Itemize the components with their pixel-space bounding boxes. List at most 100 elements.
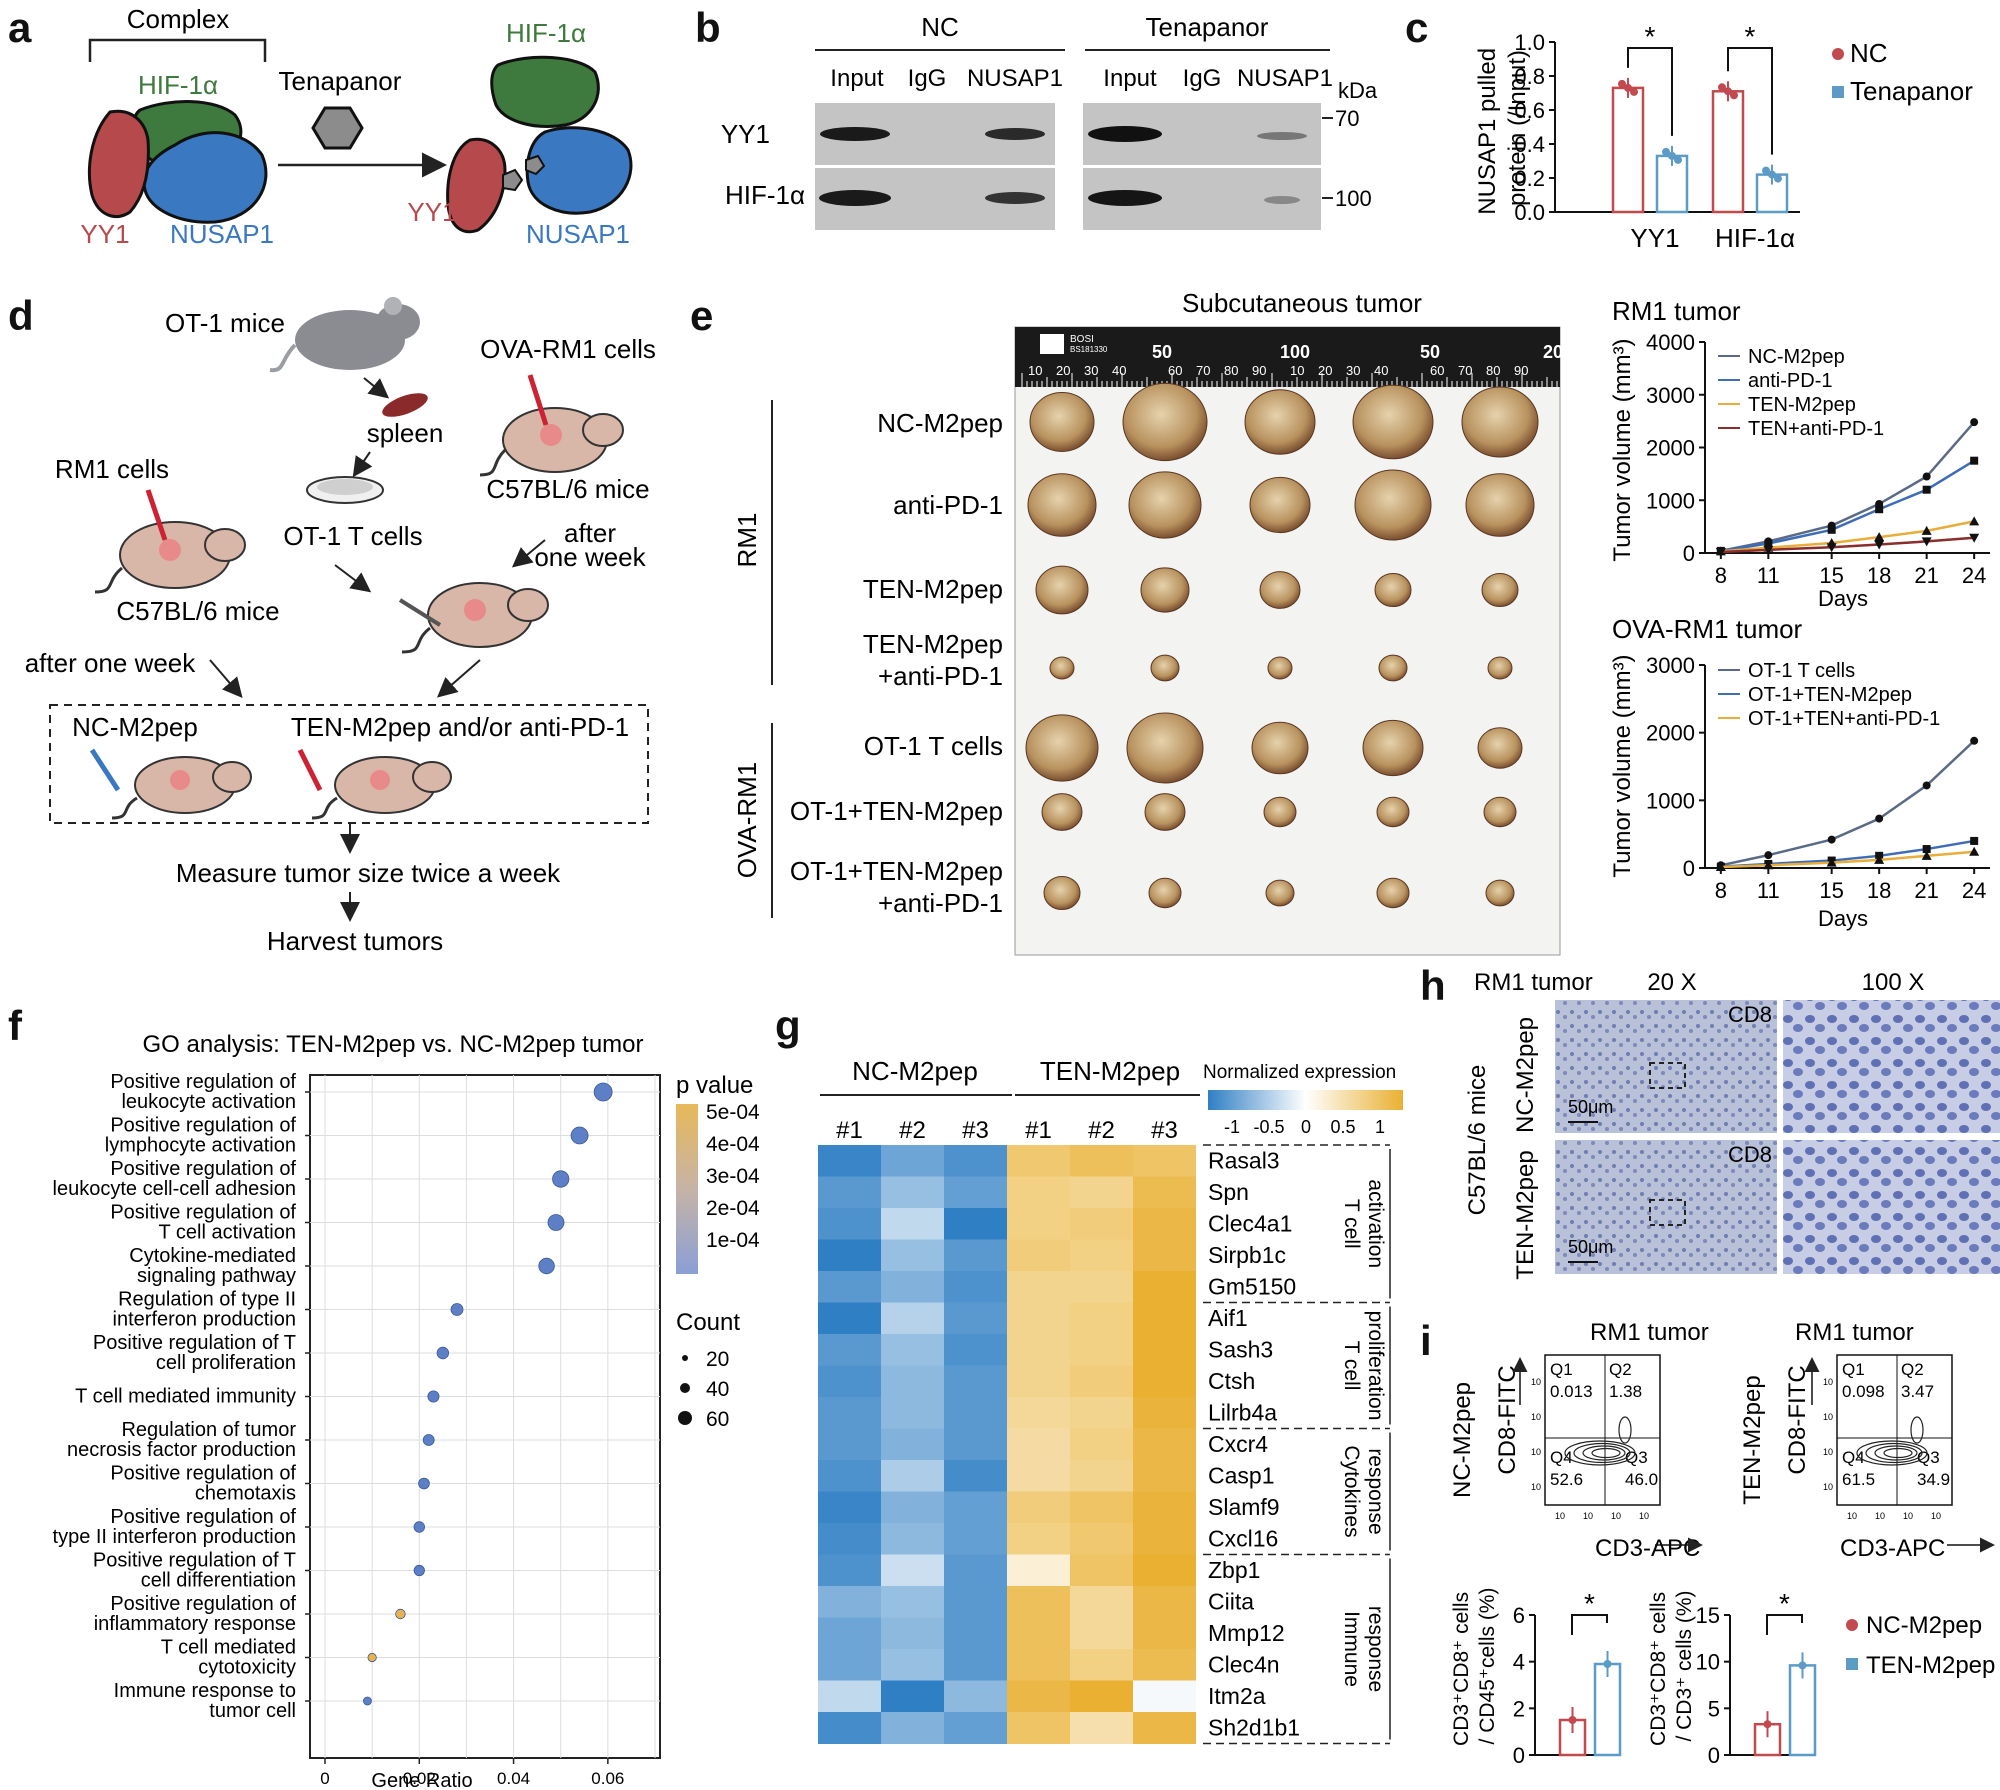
band xyxy=(820,127,890,141)
series-line xyxy=(1720,536,1975,554)
ruler-number: 90 xyxy=(1252,363,1266,378)
go-term-label: Positive regulation of xyxy=(110,1463,296,1485)
go-dot xyxy=(538,1257,555,1275)
go-dot xyxy=(593,1082,613,1102)
heatmap-cell xyxy=(944,1617,1007,1650)
bar-y-tick-label: 15 xyxy=(1696,1603,1720,1628)
gene-label: Zbp1 xyxy=(1208,1557,1260,1583)
ruler-number: 20 xyxy=(1318,363,1332,378)
series-point xyxy=(1827,835,1836,844)
x-tick-label: 15 xyxy=(1819,878,1843,903)
go-term-label: Regulation of tumor xyxy=(121,1419,296,1441)
group-label: T cell xyxy=(1340,1199,1363,1249)
tenapanor-label: Tenapanor xyxy=(279,66,402,96)
c-point xyxy=(1774,174,1782,183)
gene-label: Clec4n xyxy=(1208,1652,1280,1678)
heatmap-cell xyxy=(818,1649,881,1681)
heatmap-cell xyxy=(1070,1239,1133,1272)
heatmap-cell xyxy=(818,1176,881,1209)
heatmap-cell xyxy=(1133,1680,1196,1713)
tumor-sample xyxy=(1128,471,1202,539)
heatmap-cell xyxy=(1133,1302,1196,1335)
c57-mice-label-ova: C57BL/6 mice xyxy=(486,474,649,504)
heatmap-cell xyxy=(881,1680,944,1713)
go-term-label: T cell mediated xyxy=(161,1637,296,1659)
scale-label-ten: 50μm xyxy=(1568,1237,1613,1257)
tumor-sample xyxy=(1378,654,1408,682)
heatmap-cell xyxy=(881,1712,944,1744)
go-term-label: lymphocyte activation xyxy=(105,1135,296,1157)
group-label: Cytokines xyxy=(1340,1445,1363,1537)
heatmap-cell xyxy=(881,1334,944,1366)
c-star: * xyxy=(1645,21,1656,52)
c-point xyxy=(1668,151,1676,160)
one-week-label: one week xyxy=(534,542,646,572)
heatmap-cell xyxy=(1007,1176,1070,1209)
c-star: * xyxy=(1745,21,1756,52)
flow-contour xyxy=(1618,1416,1632,1444)
go-term-label: Cytokine-mediated xyxy=(129,1245,296,1267)
series-point xyxy=(1970,418,1979,427)
ruler-code: BS181330 xyxy=(1070,345,1108,354)
count-legend-dot xyxy=(682,1355,688,1361)
series-line xyxy=(1720,520,1975,553)
c-y-tick-label: 0.2 xyxy=(1514,166,1545,191)
h-row-ten: TEN-M2pep xyxy=(1512,1150,1539,1279)
heatmap-cell xyxy=(1070,1523,1133,1555)
heatmap-cell xyxy=(1007,1649,1070,1681)
grey-mouse-icon xyxy=(269,297,420,373)
go-term-label: Positive regulation of T xyxy=(93,1332,296,1354)
heatmap-cell xyxy=(1007,1334,1070,1366)
after-label: after xyxy=(564,518,616,548)
nusap1-protein-right xyxy=(525,126,633,215)
series-line xyxy=(1720,459,1975,553)
p-value-colorbar xyxy=(676,1104,698,1274)
bar-y-tick-label: 4 xyxy=(1513,1650,1525,1675)
group-label: proliferation xyxy=(1364,1311,1387,1421)
go-dot xyxy=(367,1652,377,1663)
x-tick-label: 0.06 xyxy=(591,1769,624,1788)
bar-y-tick-label: 6 xyxy=(1513,1603,1525,1628)
c-legend-nc: NC xyxy=(1850,38,1888,68)
tumor-sample xyxy=(1029,392,1095,452)
heatmap-cell xyxy=(818,1365,881,1398)
gene-label: Gm5150 xyxy=(1208,1274,1296,1300)
series-point xyxy=(1874,540,1885,550)
flow-x-label-2: CD3-APC xyxy=(1840,1535,1945,1562)
flow-tick-label: 10 xyxy=(1823,1447,1833,1457)
flow-tick-label: 10 xyxy=(1531,1377,1541,1387)
band xyxy=(1088,190,1162,206)
flow-tick-label: 10 xyxy=(1847,1511,1857,1521)
quadrant-value: 0.098 xyxy=(1842,1382,1885,1401)
x-tick-label: 0.02 xyxy=(403,1769,436,1788)
panel-f: GO analysis: TEN-M2pep vs. NC-M2pep tumo… xyxy=(53,1031,761,1790)
p-value-tick: 1e-04 xyxy=(706,1229,760,1252)
c-point xyxy=(1730,91,1738,100)
ruler-number: 90 xyxy=(1514,363,1528,378)
heatmap-cell xyxy=(881,1428,944,1461)
heatmap-cell xyxy=(818,1145,881,1177)
go-dot xyxy=(450,1303,464,1316)
go-term-label: Positive regulation of T xyxy=(93,1550,296,1572)
go-dot xyxy=(427,1390,440,1403)
i-legend-nc: NC-M2pep xyxy=(1866,1612,1982,1639)
series-point xyxy=(1970,736,1979,745)
tumor-sample xyxy=(1049,656,1075,680)
y-tick-label: 1000 xyxy=(1646,488,1695,513)
series-point xyxy=(1922,845,1931,854)
heatmap-cell xyxy=(1133,1176,1196,1209)
ova-tumor-title: OVA-RM1 tumor xyxy=(1612,614,1803,644)
series-point xyxy=(1763,545,1774,555)
quadrant-value: 46.0 xyxy=(1625,1470,1658,1489)
gene-label: Aif1 xyxy=(1208,1305,1248,1331)
c-point xyxy=(1718,83,1726,92)
panel-letter-b: b xyxy=(695,4,721,51)
heatmap-cell xyxy=(944,1239,1007,1272)
go-title: GO analysis: TEN-M2pep vs. NC-M2pep tumo… xyxy=(142,1031,643,1058)
flow-tick-label: 10 xyxy=(1903,1511,1913,1521)
y-tick-label: 0 xyxy=(1683,856,1695,881)
heatmap-cell xyxy=(818,1523,881,1555)
flow-plot-frame xyxy=(1544,1354,1661,1506)
flow-x-label-1: CD3-APC xyxy=(1595,1535,1700,1562)
flow-tick-label: 10 xyxy=(1531,1412,1541,1422)
